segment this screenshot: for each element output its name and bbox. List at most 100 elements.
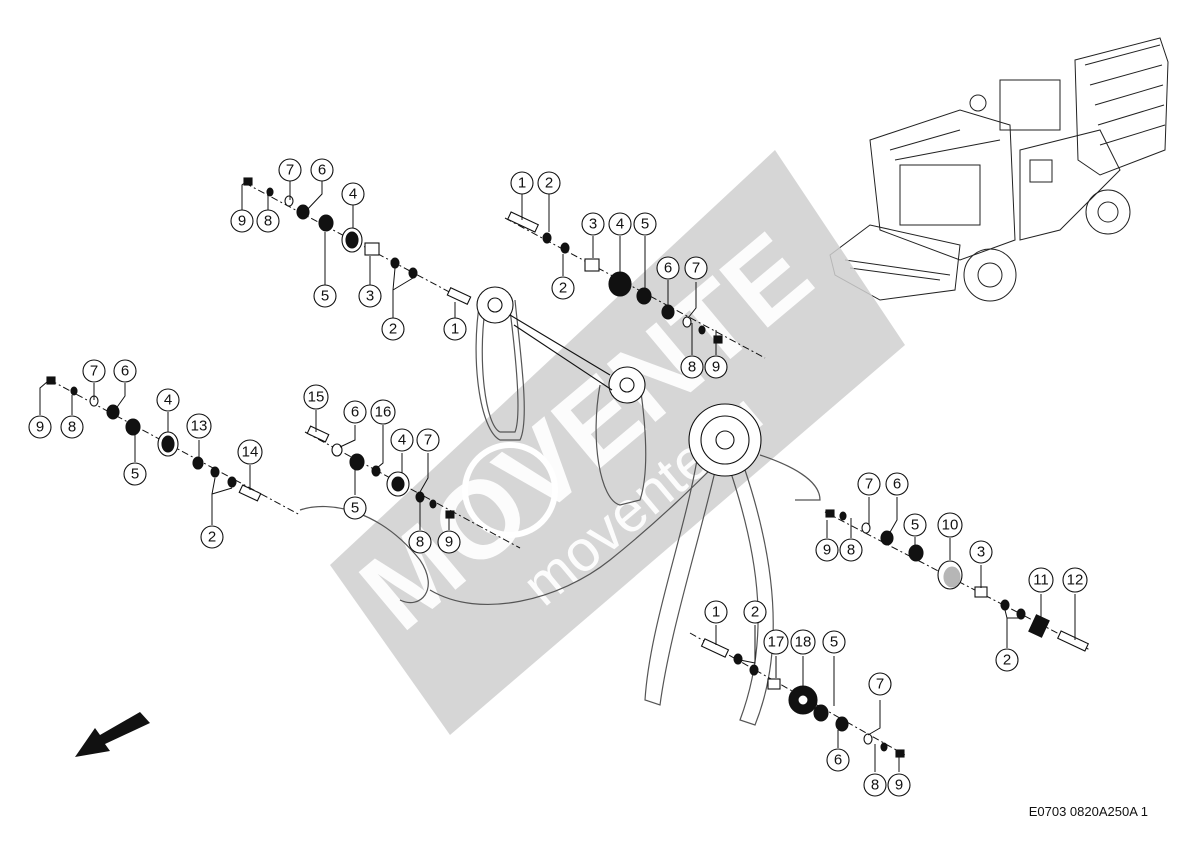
svg-text:3: 3	[366, 288, 374, 305]
svg-text:9: 9	[823, 542, 831, 559]
svg-text:10: 10	[942, 517, 959, 534]
callout-3-a: 3	[358, 284, 382, 308]
svg-text:7: 7	[876, 676, 884, 693]
callout-2-b: 2	[537, 171, 561, 195]
svg-text:6: 6	[121, 363, 129, 380]
svg-text:9: 9	[445, 534, 453, 551]
svg-text:12: 12	[1067, 572, 1084, 589]
svg-text:7: 7	[286, 162, 294, 179]
svg-text:15: 15	[308, 389, 325, 406]
svg-text:13: 13	[191, 418, 208, 435]
svg-text:9: 9	[36, 419, 44, 436]
svg-text:4: 4	[164, 392, 172, 409]
callout-7-e: 7	[857, 472, 881, 496]
svg-text:1: 1	[712, 604, 720, 621]
parts-group-top-center	[506, 211, 723, 344]
callout-10: 10	[937, 512, 963, 538]
harvester-illustration	[829, 37, 1169, 302]
svg-text:5: 5	[131, 466, 139, 483]
svg-text:2: 2	[208, 529, 216, 546]
svg-text:8: 8	[416, 534, 424, 551]
svg-text:5: 5	[911, 517, 919, 534]
svg-text:9: 9	[712, 359, 720, 376]
svg-text:3: 3	[589, 216, 597, 233]
callout-8-f: 8	[863, 773, 887, 797]
callout-4-a: 4	[341, 182, 365, 206]
svg-text:2: 2	[389, 321, 397, 338]
callout-4-c: 4	[156, 388, 180, 412]
callouts: 9 8 7 6 4 5 3 2 1 1 2 2 3 4 5 6 7 8 9 9 …	[28, 158, 1088, 797]
callout-6-a: 6	[310, 158, 334, 182]
callout-6-b: 6	[656, 256, 680, 280]
svg-text:3: 3	[977, 544, 985, 561]
callout-8-c: 8	[60, 415, 84, 439]
callout-8-a: 8	[256, 209, 280, 233]
callout-5-b: 5	[633, 212, 657, 236]
callout-5-a: 5	[313, 284, 337, 308]
svg-text:5: 5	[351, 500, 359, 517]
svg-text:7: 7	[865, 476, 873, 493]
callout-1-a: 1	[443, 317, 467, 341]
svg-text:7: 7	[90, 363, 98, 380]
svg-text:17: 17	[768, 634, 785, 651]
svg-text:5: 5	[830, 634, 838, 651]
callout-7-f: 7	[868, 672, 892, 696]
callout-8-e: 8	[839, 538, 863, 562]
watermark: MOVENTE movente.ru	[330, 150, 905, 735]
svg-text:18: 18	[795, 634, 812, 651]
svg-text:6: 6	[893, 476, 901, 493]
svg-text:9: 9	[238, 213, 246, 230]
callout-6-f: 6	[826, 748, 850, 772]
svg-text:2: 2	[1003, 652, 1011, 669]
parts-group-top-left	[243, 177, 472, 306]
callout-13: 13	[186, 413, 212, 439]
callout-6-c: 6	[113, 359, 137, 383]
svg-text:5: 5	[321, 288, 329, 305]
callout-7-a: 7	[278, 158, 302, 182]
svg-text:4: 4	[616, 216, 624, 233]
svg-text:5: 5	[641, 216, 649, 233]
svg-text:11: 11	[1033, 572, 1049, 589]
svg-text:8: 8	[688, 359, 696, 376]
svg-text:7: 7	[692, 260, 700, 277]
callout-5-c: 5	[123, 462, 147, 486]
callout-12: 12	[1062, 567, 1088, 593]
callout-5-f: 5	[822, 630, 846, 654]
callout-8-b: 8	[680, 355, 704, 379]
callout-7-c: 7	[82, 359, 106, 383]
callout-9-e: 9	[815, 538, 839, 562]
callout-7-d: 7	[416, 428, 440, 452]
svg-text:14: 14	[242, 444, 259, 461]
svg-text:8: 8	[871, 777, 879, 794]
callout-2-a: 2	[381, 317, 405, 341]
callout-1-b: 1	[510, 171, 534, 195]
svg-text:2: 2	[559, 280, 567, 297]
svg-text:6: 6	[318, 162, 326, 179]
callout-2-e: 2	[995, 648, 1019, 672]
parts-group-bottom-center	[700, 638, 905, 758]
leader-lines	[39, 179, 1076, 772]
callout-6-e: 6	[885, 472, 909, 496]
callout-9-c: 9	[28, 415, 52, 439]
drawing-code: E0703 0820A250A 1	[1028, 804, 1148, 819]
svg-text:16: 16	[375, 404, 392, 421]
callout-2-f: 2	[743, 600, 767, 624]
belt-drive-assembly	[299, 286, 821, 726]
svg-text:2: 2	[545, 175, 553, 192]
svg-text:6: 6	[664, 260, 672, 277]
callout-16: 16	[370, 399, 396, 425]
callout-5-e: 5	[903, 513, 927, 537]
callout-3-b: 3	[581, 212, 605, 236]
callout-9-f: 9	[887, 773, 911, 797]
parts-group-left-middle	[46, 376, 262, 502]
parts-group-center-left	[306, 425, 455, 519]
svg-text:8: 8	[847, 542, 855, 559]
callout-15: 15	[303, 384, 329, 410]
svg-text:1: 1	[451, 321, 459, 338]
callout-7-b: 7	[684, 256, 708, 280]
callout-4-d: 4	[390, 428, 414, 452]
callout-18: 18	[790, 629, 816, 655]
svg-text:6: 6	[351, 404, 359, 421]
svg-text:8: 8	[264, 213, 272, 230]
